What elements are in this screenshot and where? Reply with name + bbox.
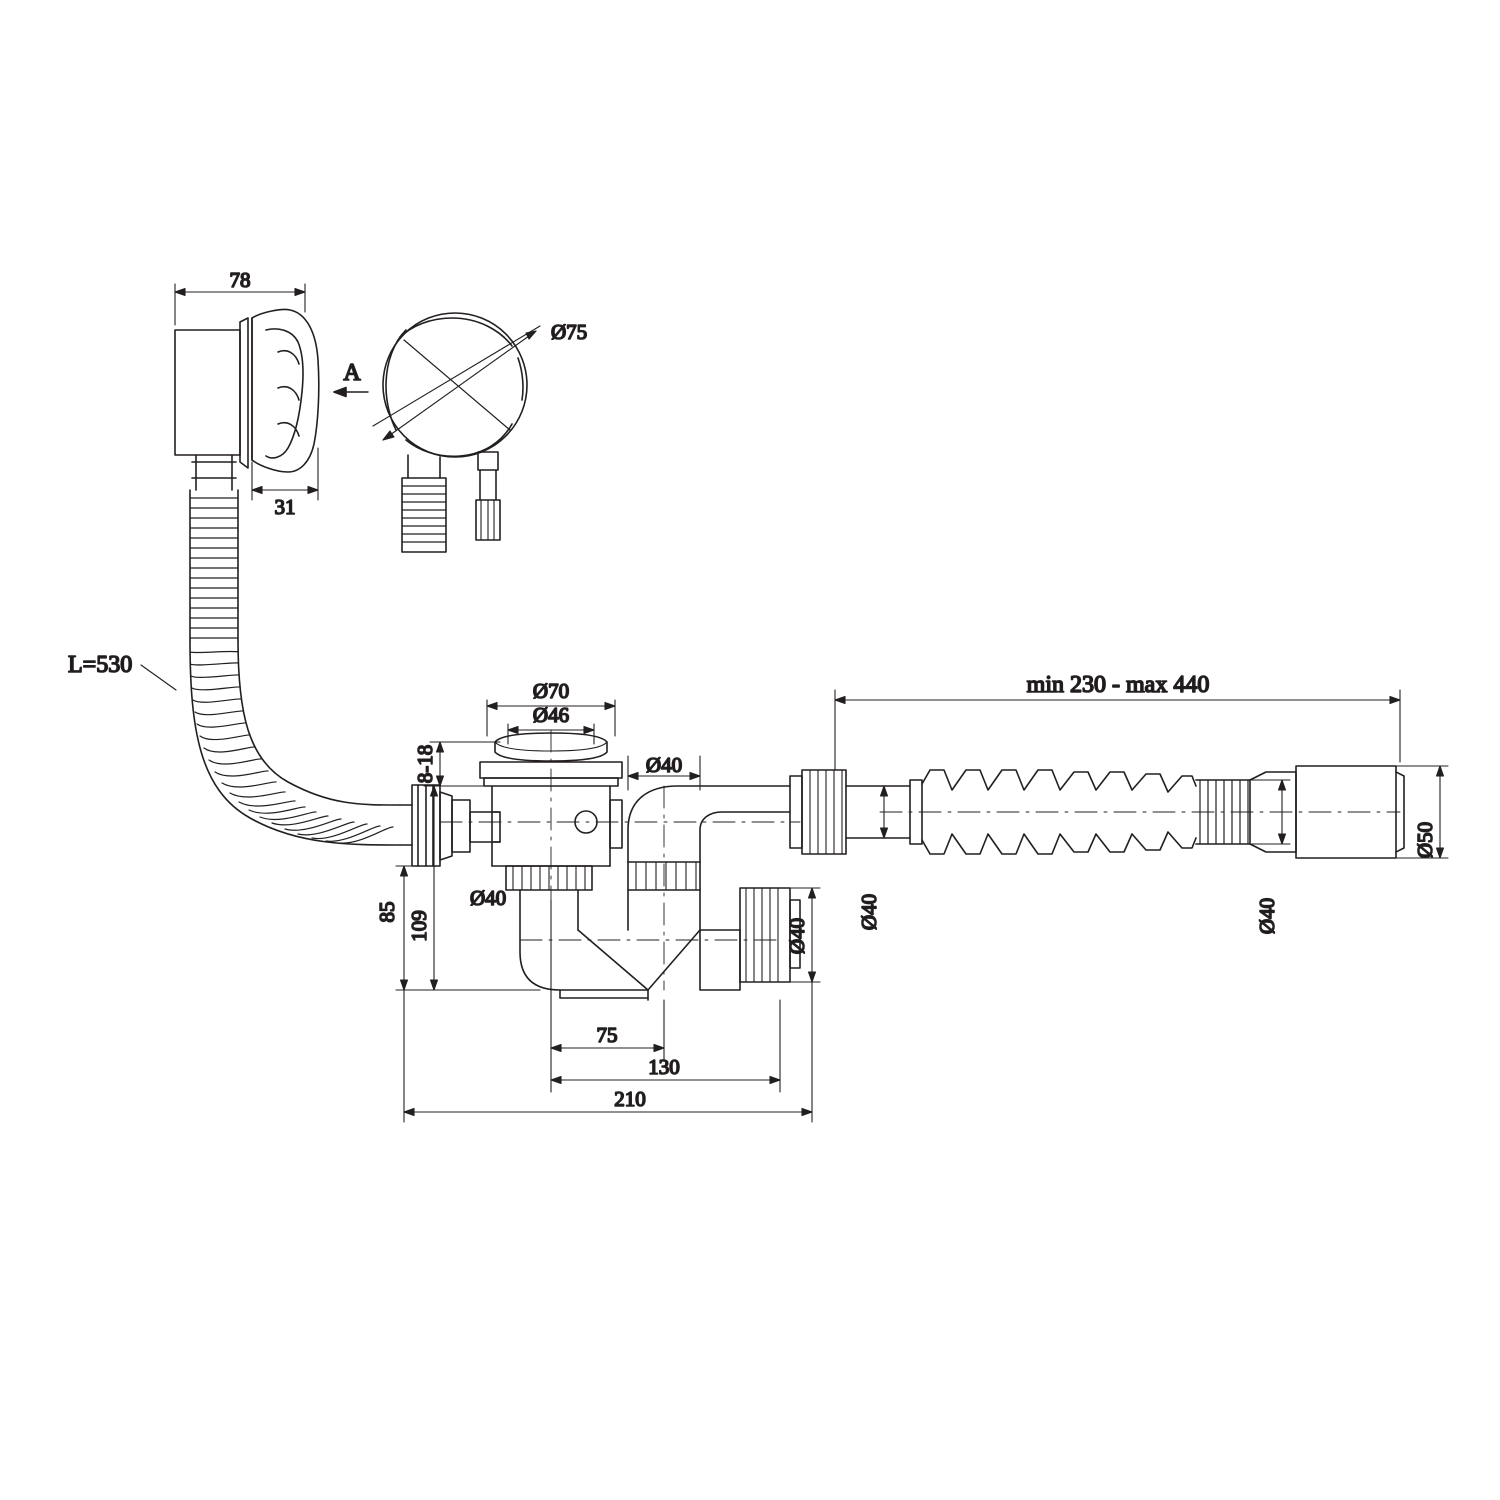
dim-109	[423, 785, 541, 991]
dim-d50-label: Ø50	[1413, 822, 1437, 858]
dim-d40-a-label: Ø40	[470, 886, 506, 910]
leader-L530	[140, 664, 177, 691]
section-arrow-A	[333, 386, 369, 398]
dim-d70	[486, 699, 616, 737]
dim-d46	[507, 723, 595, 745]
dim-d46-label: Ø46	[533, 703, 569, 727]
dim-75-label: 75	[597, 1023, 618, 1047]
label-L530: L=530	[68, 652, 132, 678]
dim-d40-e-label: Ø40	[1255, 898, 1279, 934]
dim-78-label: 78	[230, 268, 251, 292]
dim-31	[251, 447, 319, 501]
dim-8-18	[429, 741, 501, 787]
dim-extension-range-label: min 230 - max 440	[1027, 672, 1210, 698]
dim-130-label: 130	[648, 1055, 680, 1079]
dim-75	[550, 899, 665, 1061]
dim-d50	[1395, 765, 1449, 859]
dim-d40-b-label: Ø40	[646, 753, 682, 777]
dim-d70-label: Ø70	[533, 679, 569, 703]
overflow-cap-front-view	[372, 312, 541, 553]
outlet-pipe-assembly	[789, 765, 1405, 859]
dim-130	[550, 999, 781, 1093]
dim-d40-d-label: Ø40	[857, 894, 881, 930]
dim-d40-c	[789, 887, 821, 983]
dim-109-label: 109	[407, 910, 431, 942]
waste-trap-assembly	[479, 732, 801, 1001]
overflow-cap-side-view	[174, 308, 501, 867]
dim-210	[403, 981, 813, 1123]
dim-d75	[382, 330, 537, 441]
dim-d40-d	[845, 785, 893, 839]
dim-85-label: 85	[375, 902, 399, 923]
dim-78	[174, 283, 306, 326]
dim-210-label: 210	[614, 1087, 646, 1111]
section-label-A: A	[343, 360, 361, 386]
dim-31-label: 31	[275, 495, 296, 519]
dim-d75-label: Ø75	[551, 320, 587, 344]
dim-8-18-label: 8-18	[413, 745, 437, 784]
dim-d40-b	[627, 755, 701, 791]
dim-d40-e	[1247, 779, 1291, 845]
dim-d40-c-label: Ø40	[785, 918, 809, 954]
dim-extension-range	[834, 689, 1401, 771]
